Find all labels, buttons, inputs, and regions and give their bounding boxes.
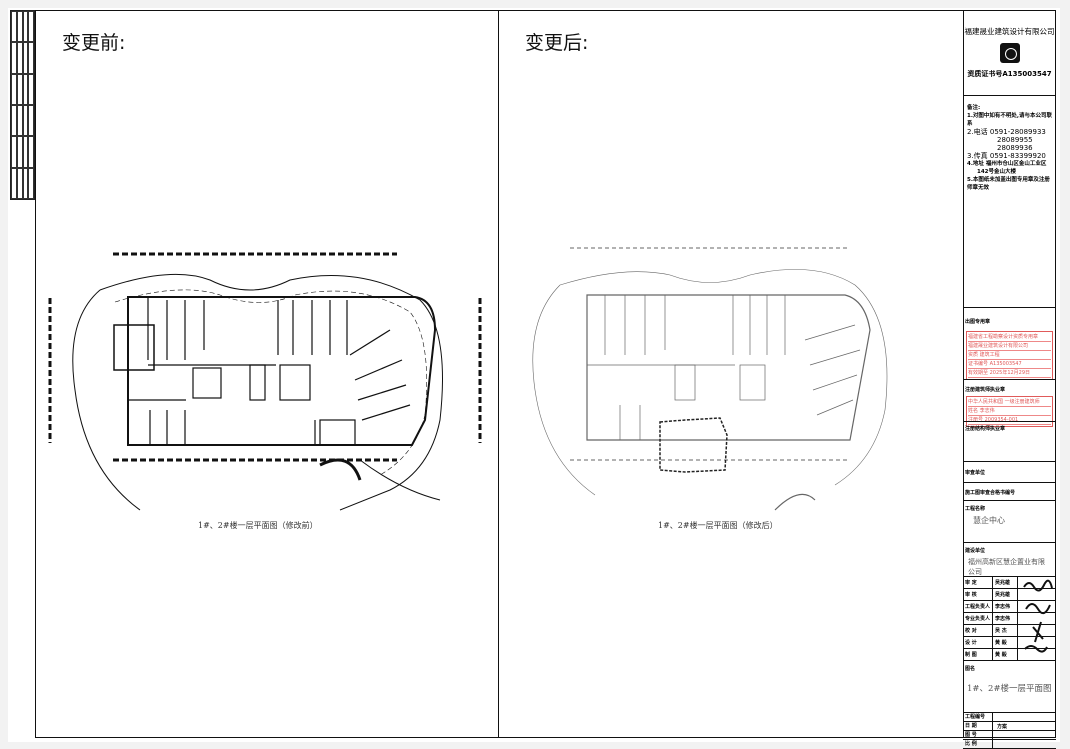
table-cell: 福建省工程勘察设计资质专用章 [968,333,1051,342]
table-cell: 专业负责人 [963,613,993,624]
notes-section: 备注: 1.对图中如有不明处,请与本公司联系 2.电话 0591-2808993… [963,95,1056,307]
review-cert: 施工图审查合格书编号 [963,482,1056,500]
table-cell: 黄 毅 [993,637,1018,648]
table-cell: 资质 建筑工程 [968,351,1051,360]
stamp-label: 注册建筑师执业章 [965,387,1006,393]
title-block-divider [963,10,964,738]
table-cell: 福建晟业建筑设计有限公司 [968,342,1051,351]
architect-stamp: 中华人民共和国 一级注册建筑师姓名 李志伟注册号 2009354-001 [966,396,1053,427]
drawing-label: 图名 [965,666,976,672]
table-cell: 注册号 2009354-001 [968,416,1051,425]
client-label: 建设单位 [965,548,986,554]
before-heading: 变更前: [62,32,126,54]
company-name: 福建晟业建筑设计有限公司 [964,27,1055,36]
table-cell: 李志伟 [993,601,1018,612]
table-cell: 有效期至 2025年12月29日 [968,369,1051,378]
bottom-info-table: 工程编号 日 期方案 图 号 比 例 [963,712,1056,749]
table-cell: 比 例 [963,740,993,748]
title-block: 福建晟业建筑设计有限公司 资质证书号A135003547 备注: 1.对图中如有… [963,10,1056,749]
company-logo-icon [999,43,1020,63]
table-cell: 工程负责人 [963,601,993,612]
note: 3.传真 0591-83399920 [967,152,1046,160]
note: 5.本图纸未加盖出图专用章及注册师章无效 [967,177,1050,191]
notes-title: 备注: [967,105,981,111]
note: 1.对图中如有不明处,请与本公司联系 [967,113,1053,127]
table-cell: 中华人民共和国 一级注册建筑师 [968,398,1051,407]
drawing-sheet [8,8,1060,742]
drawing-name: 1#、2#楼一层平面图 [967,684,1052,694]
before-caption: 1#、2#楼一层平面图（修改前） [198,521,318,530]
table-cell: 吴 杰 [993,625,1018,636]
drawing-frame [35,10,1056,738]
floor-plan-after [532,247,888,511]
structural-stamp-section: 注册结构师执业章 [963,421,1056,461]
table-cell: 黄 毅 [993,649,1018,660]
after-caption: 1#、2#楼一层平面图（修改后） [658,521,778,530]
signatures-handwritten [1023,579,1053,653]
table-cell: 吴兆雄 [993,577,1018,588]
drawing-name-section: 图名 1#、2#楼一层平面图 [963,660,1056,712]
cert-number: 资质证书号A135003547 [967,70,1052,78]
note: 28089955 [997,136,1033,144]
client-section: 建设单位 福州高新区慧企置业有限公司 [963,542,1056,576]
stamp-section: 出图专用章 福建省工程勘察设计资质专用章福建晟业建筑设计有限公司资质 建筑工程证… [963,307,1056,380]
panel-divider [498,10,499,738]
note: 4.地址 福州市仓山区金山工业区 [967,161,1047,167]
table-cell: 方案 [997,723,1008,730]
note: 142号金山大楼 [977,169,1016,175]
note: 2.电话 0591-28089933 [967,128,1046,136]
revision-strip [10,10,35,200]
table-cell: 日 期 [963,722,993,730]
table-cell: 李志伟 [993,613,1018,624]
signature-table: 审 定吴兆雄 审 核吴兆雄 工程负责人李志伟 专业负责人李志伟 校 对吴 杰 设… [963,576,1056,661]
table-cell: 工程编号 [963,713,993,721]
design-stamp: 福建省工程勘察设计资质专用章福建晟业建筑设计有限公司资质 建筑工程证书编号 A1… [966,331,1053,380]
table-cell: 姓名 李志伟 [968,407,1051,416]
table-cell: 校 对 [963,625,993,636]
review-unit: 审查单位 [963,461,1056,482]
floor-plan-before [48,252,482,511]
stamp-label: 出图专用章 [965,319,991,325]
architect-stamp-section: 注册建筑师执业章 中华人民共和国 一级注册建筑师姓名 李志伟注册号 200935… [963,379,1056,427]
project-section: 工程名称 慧企中心 [963,500,1056,542]
after-heading: 变更后: [525,32,589,54]
project-name: 慧企中心 [973,516,1005,525]
table-cell: 审 定 [963,577,993,588]
note: 28089936 [997,144,1033,152]
table-cell: 审 核 [963,589,993,600]
table-cell: 设 计 [963,637,993,648]
project-label: 工程名称 [965,506,986,512]
table-cell: 吴兆雄 [993,589,1018,600]
table-cell: 制 图 [963,649,993,660]
client-name: 福州高新区慧企置业有限公司 [968,558,1045,576]
table-cell: 图 号 [963,731,993,739]
table-cell: 证书编号 A135003547 [968,360,1051,369]
